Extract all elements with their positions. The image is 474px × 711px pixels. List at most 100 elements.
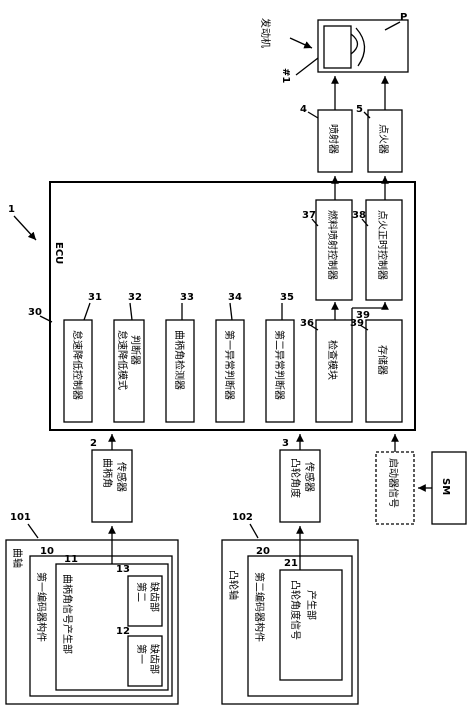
block-37-number: 37 [302,210,316,221]
missing2-line2: 缺齿部 [148,582,161,612]
block-37-label: 燃料喷射控制器 [326,210,339,280]
label-p: P [400,12,407,23]
block-35-label: 第二异常判断器 [273,330,286,400]
block-31 [63,319,93,423]
camshaft-group: 102 凸轮轴 第二编码器构件 20 凸轮角度信号 产生部 21 [221,512,359,705]
cam-signal-number: 21 [284,558,298,569]
injector-leader [307,111,319,119]
block-36-leader [309,324,319,331]
block-35-number: 35 [280,292,294,303]
missing1-line1: 第一 [135,644,148,664]
missing2-line1: 第二 [135,582,148,602]
cyl-leader [295,57,319,76]
crank-sensor-box [91,449,133,523]
crank-signal-number: 11 [64,554,78,565]
crank-curve [355,27,366,67]
igniter-label: 点火器 [377,124,389,154]
p-leader [384,21,401,31]
missing1-number: 12 [116,626,130,637]
igniter-leader [363,111,371,119]
encoder2-number: 20 [256,546,270,557]
ecu-inner-leader [39,315,53,323]
label-101: 101 [10,512,31,523]
block-34-label: 第一异常判断器 [223,330,236,400]
igniter-number: 5 [356,104,363,115]
block-36-number: 36 [300,318,314,329]
encoder1-label: 第一编码器构件 [35,572,48,642]
crankshaft-label: 曲轴 [11,548,24,568]
crank-sensor-number: 2 [90,438,97,449]
102-leader [249,523,259,539]
block-35 [265,319,295,423]
actuators: 喷射器 4 点火器 5 [300,76,403,173]
cam-signal-line1: 凸轮角度信号 [289,580,302,640]
block-36 [315,319,353,423]
engine: P 发动机 #1 [259,12,409,83]
block-32-number: 32 [128,292,142,303]
block-32 [113,319,145,423]
crank-sensor-line1: 曲柄角 [101,458,114,488]
cam-sensor-box [279,449,321,523]
sm-box [431,451,467,525]
block-34-leader [229,302,233,321]
block-33 [165,319,195,423]
igniter-box [367,109,403,173]
missing-tooth-1-box [127,635,163,687]
ecu-inner-number: 30 [28,307,42,318]
starter-signal-box [375,451,415,525]
missing2-number: 13 [116,564,130,575]
block-34 [215,319,245,423]
crankshaft-group: 101 曲轴 第一编码器构件 10 曲柄角信号产生部 11 第二 缺齿部 13 … [5,512,179,705]
engine-pointer [289,37,313,49]
missing1-line2: 缺齿部 [148,644,161,674]
encoder2-label: 第二编码器构件 [253,572,266,642]
block-38-label: 点火正时控制器 [376,210,389,280]
block-31-number: 31 [88,292,102,303]
block-31-label: 怠速降低控制器 [71,330,84,400]
storage-leader [359,324,369,331]
block-storage [365,319,403,423]
label-39: 39 [356,310,370,321]
block-38-leader [361,218,369,227]
block-32-line2: 判断器 [129,335,142,365]
block-37 [315,199,353,301]
cylinder-box [323,25,352,69]
injector-label: 喷射器 [327,124,339,154]
ecu-label: ECU [53,242,64,264]
block-38-number: 38 [352,210,366,221]
cam-sensor-line1: 凸轮角度 [289,458,302,498]
block-32-leader [129,302,133,321]
ecu: ECU 1 30 怠速降低控制器 31 怠速降低模式 判断器 32 曲柄角检测器… [8,176,416,431]
block-36-label: 检查模块 [326,340,339,380]
block-32-line1: 怠速降低模式 [116,330,129,390]
injector-number: 4 [300,104,307,115]
block-33-label: 曲柄角检测器 [173,330,186,390]
crank-sensor-line2: 传感器 [115,462,128,492]
camshaft-label: 凸轮轴 [227,570,240,600]
block-38 [365,199,403,301]
block-37-leader [311,218,319,227]
encoder1-number: 10 [40,546,54,557]
block-31-leader [83,302,91,321]
ecu-pointer [13,215,37,241]
label-102: 102 [232,512,253,523]
piston-rod [350,33,359,55]
starter-signal-label: 启动器信号 [387,458,400,508]
sensors: 曲柄角 传感器 2 凸轮角度 传感器 3 启动器信号 SM [90,434,467,525]
cam-sensor-number: 3 [282,438,289,449]
crank-signal-label: 曲柄角信号产生部 [61,574,74,654]
block-34-number: 34 [228,292,242,303]
cam-sensor-line2: 传感器 [303,462,316,492]
storage-label: 存储器 [376,345,389,375]
sm-label: SM [440,478,451,495]
label-cylinder-1: #1 [280,68,291,83]
cam-signal-box [279,569,343,681]
ecu-number: 1 [8,204,15,215]
cam-signal-line2: 产生部 [305,590,318,620]
storage-number: 39 [350,318,364,329]
label-engine: 发动机 [259,18,272,48]
missing-tooth-2-box [127,575,163,627]
101-leader [27,523,39,539]
